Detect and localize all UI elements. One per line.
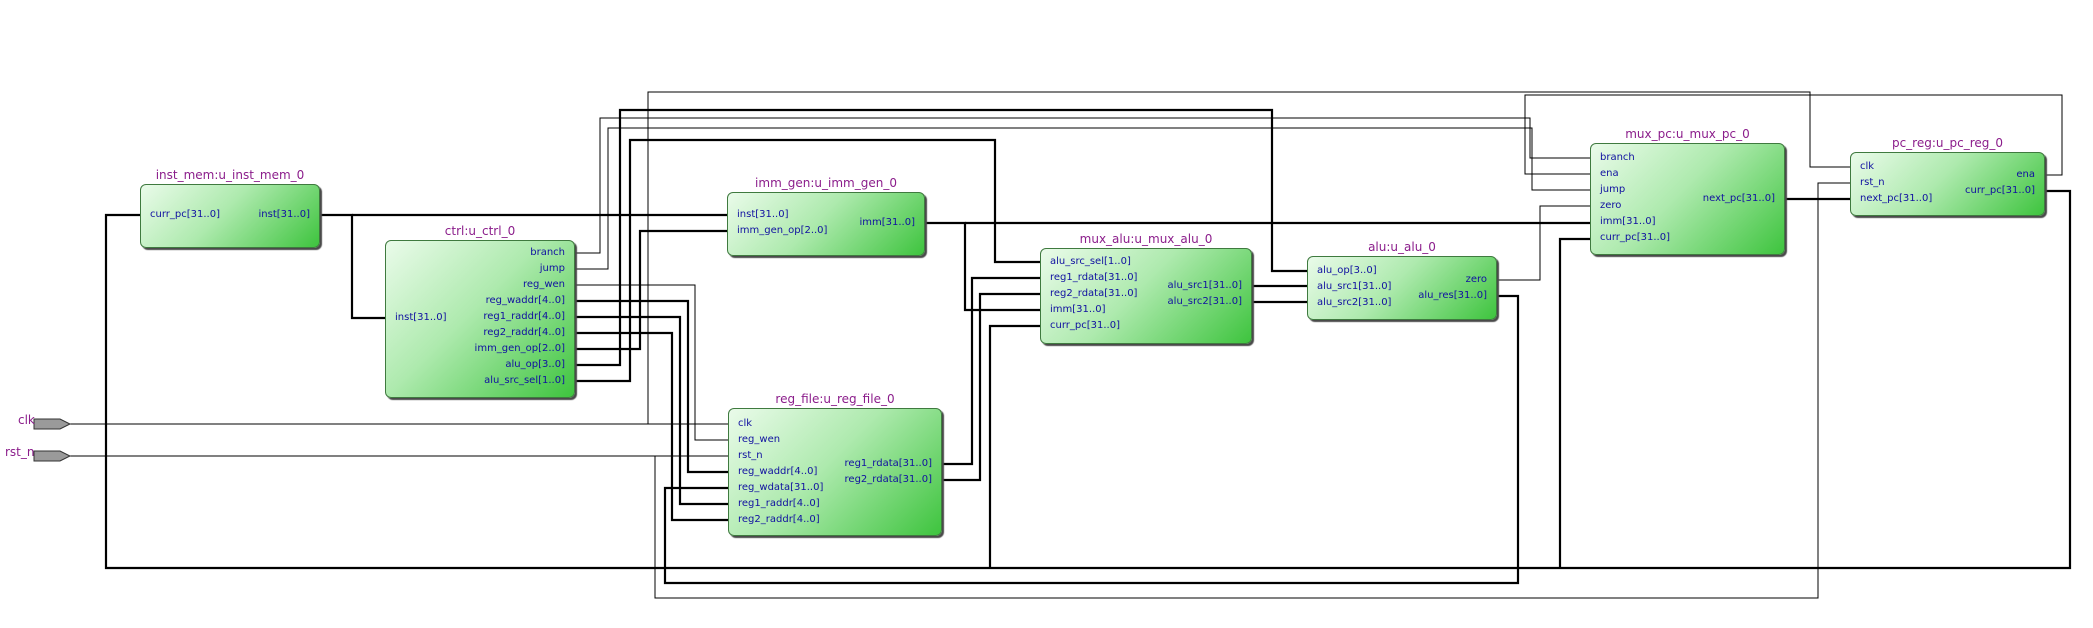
rst-n-label: rst_n bbox=[5, 445, 35, 459]
clk-label: clk bbox=[18, 413, 35, 427]
reg-file-in-port: reg_waddr[4..0] bbox=[738, 466, 818, 477]
ctrl-out-port: alu_src_sel[1..0] bbox=[484, 375, 565, 386]
reg1-rdata-wire bbox=[942, 276, 1040, 466]
mux-alu-in-port: alu_src_sel[1..0] bbox=[1050, 256, 1131, 267]
mux-pc-title: mux_pc:u_mux_pc_0 bbox=[1625, 127, 1750, 141]
mux-alu-out-port: alu_src1[31..0] bbox=[1167, 280, 1242, 291]
mux-pc-out-port: next_pc[31..0] bbox=[1702, 193, 1775, 204]
alu-src-sel-wire bbox=[575, 138, 1040, 383]
reg-file-out-port: reg2_rdata[31..0] bbox=[844, 474, 932, 485]
reg-file-in-port: clk bbox=[738, 418, 753, 429]
curr-pc-to-mux-pc bbox=[1558, 237, 1590, 568]
alu-in-port: alu_op[3..0] bbox=[1317, 265, 1377, 276]
mux-alu-block[interactable] bbox=[1040, 248, 1252, 344]
mux-alu-title: mux_alu:u_mux_alu_0 bbox=[1079, 232, 1213, 246]
ctrl-out-port: reg_waddr[4..0] bbox=[485, 295, 565, 306]
pc-reg-in-port: rst_n bbox=[1860, 177, 1885, 188]
pc-reg-in-port: next_pc[31..0] bbox=[1860, 193, 1933, 204]
reg-file-block[interactable] bbox=[728, 408, 942, 536]
imm-to-mux-alu bbox=[925, 221, 1040, 312]
ctrl-in-port: inst[31..0] bbox=[395, 312, 447, 323]
imm-gen-in-port: imm_gen_op[2..0] bbox=[737, 225, 828, 236]
curr-pc-bus bbox=[104, 189, 2072, 570]
reg1-raddr-wire bbox=[575, 315, 728, 506]
reg-file-in-port: rst_n bbox=[738, 450, 763, 461]
ctrl-title: ctrl:u_ctrl_0 bbox=[444, 224, 516, 238]
imm-gen-in-port: inst[31..0] bbox=[737, 209, 789, 220]
mux-pc-in-port: zero bbox=[1600, 200, 1622, 211]
alu-op-wire bbox=[575, 108, 1307, 367]
clk-to-pc-reg bbox=[647, 91, 1850, 424]
mux-pc-in-port: ena bbox=[1600, 168, 1619, 179]
alu-block[interactable] bbox=[1307, 256, 1497, 320]
pc-reg-out-port: curr_pc[31..0] bbox=[1965, 185, 2035, 196]
mux-pc-in-port: jump bbox=[1600, 184, 1626, 195]
rst-n-input-pin bbox=[33, 450, 72, 462]
mux-alu-in-port: curr_pc[31..0] bbox=[1050, 320, 1120, 331]
mux-pc-in-port: branch bbox=[1600, 152, 1635, 163]
mux-pc-block[interactable] bbox=[1590, 143, 1785, 255]
ctrl-out-port: reg1_raddr[4..0] bbox=[483, 311, 565, 322]
inst-mem-title: inst_mem:u_inst_mem_0 bbox=[155, 168, 305, 182]
ctrl-block[interactable] bbox=[385, 240, 575, 398]
pc-reg-out-port: ena bbox=[2016, 169, 2035, 180]
jump-wire bbox=[575, 127, 1590, 270]
ena-wire bbox=[1524, 94, 2063, 176]
inst-mem-out-port: inst[31..0] bbox=[258, 209, 311, 220]
mux-alu-in-port: imm[31..0] bbox=[1050, 304, 1106, 315]
reg2-rdata-wire bbox=[942, 292, 1040, 482]
clk-input-pin bbox=[33, 418, 72, 430]
reg-file-in-port: reg1_raddr[4..0] bbox=[738, 498, 820, 509]
ctrl-out-port: branch bbox=[530, 247, 565, 258]
rst-n-to-pc-reg bbox=[654, 182, 1850, 599]
reg-file-in-port: reg_wen bbox=[738, 434, 781, 445]
inst-mem-block[interactable] bbox=[140, 184, 320, 248]
alu-title: alu:u_alu_0 bbox=[1368, 240, 1436, 254]
alu-out-port: zero bbox=[1465, 274, 1487, 285]
ctrl-out-port: alu_op[3..0] bbox=[505, 359, 565, 370]
mux-alu-in-port: reg2_rdata[31..0] bbox=[1050, 288, 1138, 299]
reg-file-in-port: reg2_raddr[4..0] bbox=[738, 514, 820, 525]
pc-reg-title: pc_reg:u_pc_reg_0 bbox=[1891, 136, 2004, 150]
alu-in-port: alu_src1[31..0] bbox=[1317, 281, 1392, 292]
alu-out-port: alu_res[31..0] bbox=[1418, 290, 1487, 301]
curr-pc-to-mux-alu bbox=[988, 324, 1040, 568]
reg-waddr-wire bbox=[575, 299, 728, 474]
ctrl-out-port: reg2_raddr[4..0] bbox=[483, 327, 565, 338]
ctrl-out-port: jump bbox=[539, 263, 565, 274]
alu-in-port: alu_src2[31..0] bbox=[1317, 297, 1392, 308]
mux-pc-in-port: imm[31..0] bbox=[1600, 216, 1656, 227]
reg-file-out-port: reg1_rdata[31..0] bbox=[844, 458, 932, 469]
imm-gen-title: imm_gen:u_imm_gen_0 bbox=[755, 176, 897, 190]
mux-pc-in-port: curr_pc[31..0] bbox=[1600, 232, 1670, 243]
pc-reg-block[interactable] bbox=[1850, 152, 2045, 216]
alu-res-wire bbox=[663, 294, 1520, 585]
imm-gen-block[interactable] bbox=[727, 192, 925, 256]
zero-wire bbox=[1497, 205, 1590, 281]
reg-wen-wire bbox=[575, 284, 728, 441]
branch-wire bbox=[575, 117, 1590, 254]
ctrl-out-port: imm_gen_op[2..0] bbox=[474, 343, 565, 354]
imm-gen-out-port: imm[31..0] bbox=[859, 217, 915, 228]
ctrl-out-port: reg_wen bbox=[522, 279, 565, 290]
pc-reg-in-port: clk bbox=[1860, 161, 1875, 172]
inst-mem-in-port: curr_pc[31..0] bbox=[150, 209, 220, 220]
reg2-raddr-wire bbox=[575, 331, 728, 522]
reg-file-in-port: reg_wdata[31..0] bbox=[738, 482, 824, 493]
reg-file-title: reg_file:u_reg_file_0 bbox=[775, 392, 895, 406]
mux-alu-in-port: reg1_rdata[31..0] bbox=[1050, 272, 1138, 283]
inst-wire bbox=[320, 213, 385, 320]
mux-alu-out-port: alu_src2[31..0] bbox=[1167, 296, 1242, 307]
imm-gen-op-wire bbox=[575, 229, 727, 351]
